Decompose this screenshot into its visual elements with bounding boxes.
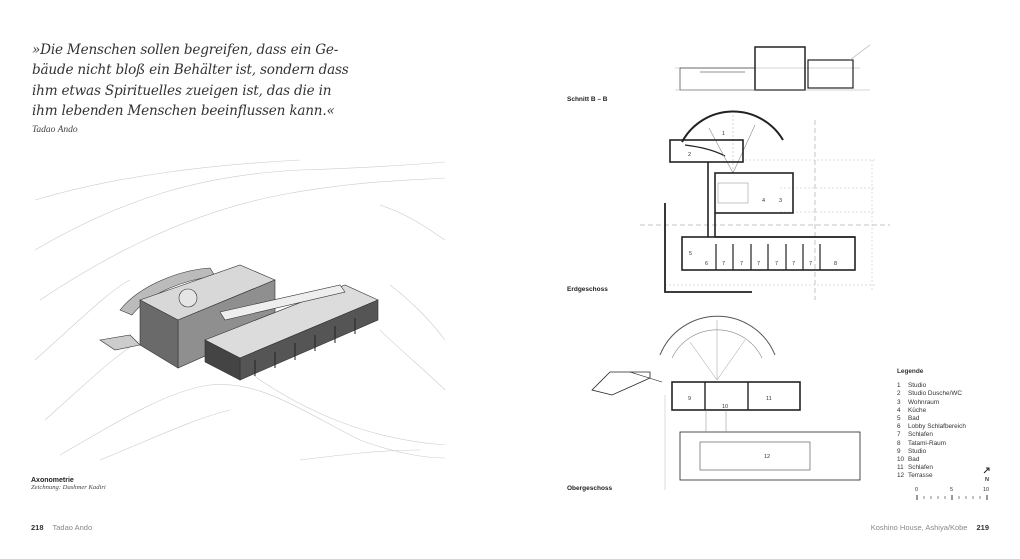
- running-head: Tadao Ando: [52, 523, 93, 532]
- section-drawing: [675, 44, 871, 91]
- legend-number: 7: [897, 431, 901, 439]
- legend-label: Bad: [908, 456, 920, 464]
- quote-line: bäude nicht bloß ein Behälter ist, sonde…: [32, 62, 349, 79]
- legend-number: 5: [897, 415, 901, 423]
- legend-label: Bad: [908, 415, 920, 423]
- legend-number: 1: [897, 382, 901, 390]
- room-number: 12: [764, 454, 770, 460]
- legend-label: Studio: [908, 447, 927, 455]
- legend-item: 7 Schlafen: [897, 431, 966, 439]
- room-number: 7: [775, 261, 778, 267]
- upper-floor-label: Obergeschoss: [567, 485, 613, 492]
- page-number: 218: [31, 523, 44, 532]
- room-number: 7: [757, 261, 760, 267]
- legend-number: 6: [897, 423, 901, 431]
- legend-number: 11: [897, 464, 904, 472]
- axonometric-building: [99, 264, 379, 381]
- legend-number: 2: [897, 390, 901, 398]
- ground-floor-label: Erdgeschoss: [567, 286, 608, 293]
- section-label: Schnitt B – B: [567, 96, 608, 103]
- legend-label: Schlafen: [908, 464, 933, 472]
- figure-caption: Axonometrie Zeichnung: Dashmer Kadiri: [31, 477, 106, 491]
- room-number: 4: [762, 198, 765, 204]
- legend-number: 12: [897, 472, 905, 480]
- room-number: 9: [688, 396, 691, 402]
- legend-item: 2 Studio Dusche/WC: [897, 390, 966, 398]
- north-label: N: [985, 477, 989, 483]
- upper-floor-plan: [591, 315, 861, 490]
- room-number: 7: [722, 261, 725, 267]
- legend-label: Schlafen: [908, 431, 933, 439]
- scale-label: 0: [915, 487, 918, 493]
- legend-title: Legende: [897, 368, 924, 375]
- legend-label: Studio Dusche/WC: [908, 390, 962, 398]
- caption-credit: Zeichnung: Dashmer Kadiri: [31, 484, 106, 491]
- room-number: 2: [688, 152, 691, 158]
- quote-line: ihm lebenden Menschen beeinflussen kann.…: [32, 102, 335, 119]
- room-number: 7: [809, 261, 812, 267]
- legend-number: 10: [897, 456, 905, 464]
- legend-number: 8: [897, 439, 901, 447]
- north-arrow-icon: [983, 467, 990, 474]
- running-head: Koshino House, Ashiya/Kobe: [870, 523, 968, 532]
- room-number: 11: [766, 396, 772, 402]
- legend-label: Studio: [908, 382, 927, 390]
- legend-item: 8 Tatami-Raum: [897, 440, 966, 448]
- legend-item: 4 Küche: [897, 407, 966, 415]
- legend-label: Terrasse: [908, 472, 933, 480]
- ground-floor-room-numbers: 1 2 3 4 5 6 7 7 7 7 7 7 8: [688, 131, 837, 267]
- right-folio: Koshino House, Ashiya/Kobe 219: [871, 523, 989, 532]
- quote-line: »Die Menschen sollen begreifen, dass ein…: [32, 42, 339, 58]
- room-number: 10: [722, 404, 728, 410]
- legend-item: 1 Studio: [897, 382, 966, 390]
- scale-bar: [916, 495, 988, 500]
- quote-author: Tadao Ando: [32, 125, 78, 135]
- legend-item: 9 Studio: [897, 448, 966, 456]
- room-number: 6: [705, 261, 708, 267]
- legend-label: Lobby Schlafbereich: [908, 423, 966, 431]
- legend-item: 5 Bad: [897, 415, 966, 423]
- legend-number: 3: [897, 398, 901, 406]
- legend-number: 9: [897, 447, 901, 455]
- legend-label: Küche: [908, 406, 927, 414]
- legend-item: 6 Lobby Schlafbereich: [897, 423, 966, 431]
- contour-lines: [34, 159, 446, 461]
- page-number: 219: [976, 523, 989, 532]
- caption-title: Axonometrie: [31, 477, 74, 484]
- legend-item: 3 Wohnraum: [897, 399, 966, 407]
- ground-floor-plan: [640, 110, 890, 300]
- room-number: 5: [689, 251, 692, 257]
- room-number: 7: [792, 261, 795, 267]
- room-number: 7: [740, 261, 743, 267]
- quote: »Die Menschen sollen begreifen, dass ein…: [32, 40, 349, 121]
- legend-label: Wohnraum: [908, 398, 940, 406]
- legend-label: Tatami-Raum: [908, 439, 946, 447]
- upper-floor-room-numbers: 9 10 11 12: [688, 396, 772, 460]
- scale-label: 10: [983, 487, 989, 493]
- scale-label: 5: [950, 487, 953, 493]
- quote-line: ihm etwas Spirituelles zueigen ist, das …: [32, 82, 332, 99]
- room-number: 8: [834, 261, 837, 267]
- room-number: 1: [722, 131, 725, 137]
- room-number: 3: [779, 198, 782, 204]
- legend-number: 4: [897, 406, 901, 414]
- legend-item: 11 Schlafen: [897, 464, 966, 472]
- left-folio: 218 Tadao Ando: [31, 523, 92, 532]
